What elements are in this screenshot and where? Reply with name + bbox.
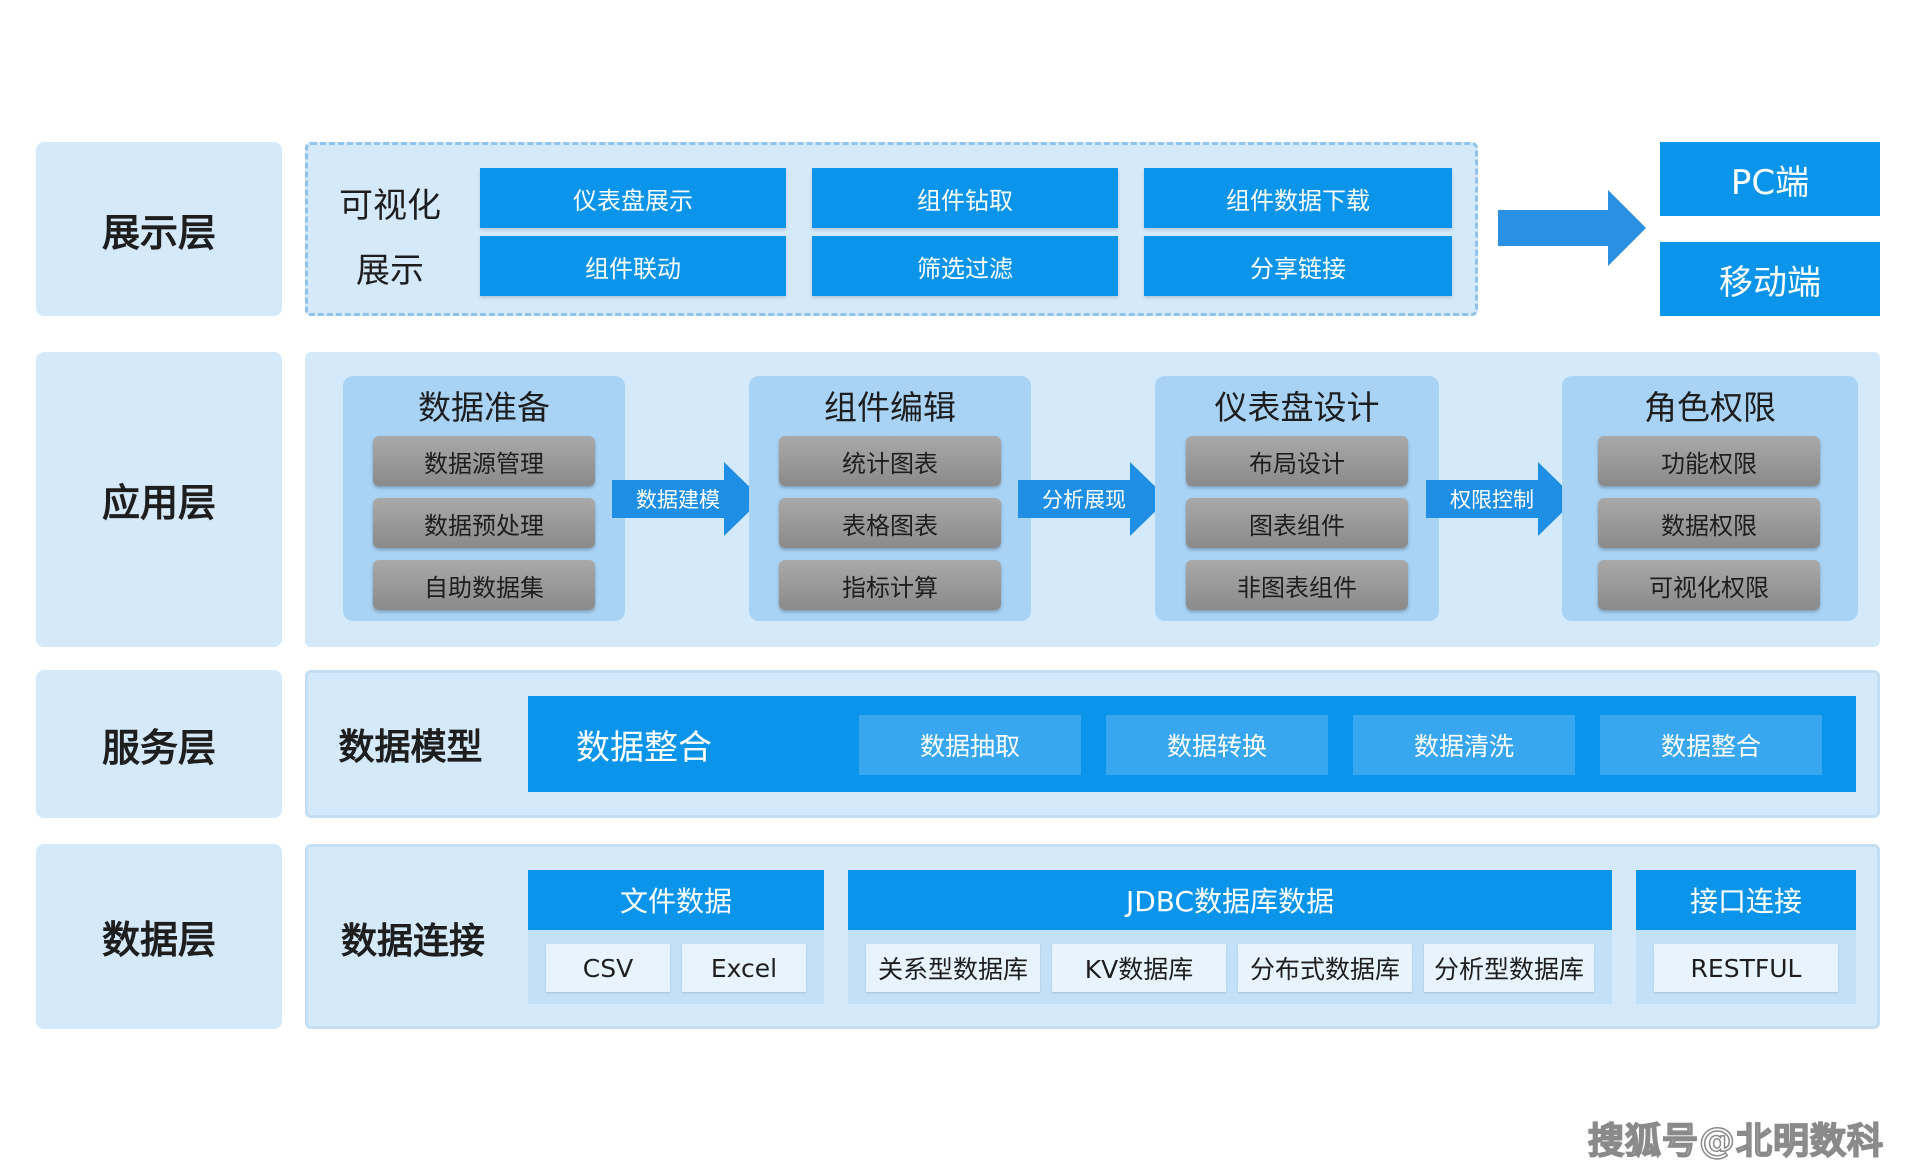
data-consolidation-item[interactable]: 数据整合 bbox=[1600, 715, 1822, 775]
data-extraction-item[interactable]: 数据抽取 bbox=[859, 715, 1081, 775]
layer-label-presentation: 展示层 bbox=[36, 142, 282, 316]
flow-arrow-icon bbox=[1018, 462, 1168, 536]
layer-label-service: 服务层 bbox=[36, 670, 282, 818]
pc-device-button[interactable]: PC端 bbox=[1660, 142, 1880, 216]
group-title: 仪表盘设计 bbox=[1214, 388, 1380, 427]
group-title: 组件编辑 bbox=[824, 388, 956, 427]
layer-label-text: 展示层 bbox=[101, 210, 216, 255]
data-transformation-item[interactable]: 数据转换 bbox=[1106, 715, 1328, 775]
analytical-db-item[interactable]: 分析型数据库 bbox=[1424, 944, 1594, 992]
kv-db-item[interactable]: KV数据库 bbox=[1052, 944, 1226, 992]
jdbc-data-header: JDBC数据库数据 bbox=[848, 870, 1612, 930]
visualization-permission-item[interactable]: 可视化权限 bbox=[1598, 560, 1820, 610]
data-source-management-item[interactable]: 数据源管理 bbox=[373, 436, 595, 486]
function-permission-item[interactable]: 功能权限 bbox=[1598, 436, 1820, 486]
watermark: 搜狐号@北明数科 bbox=[1587, 1120, 1884, 1163]
layer-label-data: 数据层 bbox=[36, 844, 282, 1029]
presentation-label-line1: 可视化 bbox=[339, 186, 441, 226]
component-drilldown-button[interactable]: 组件钻取 bbox=[812, 168, 1118, 228]
self-service-dataset-item[interactable]: 自助数据集 bbox=[373, 560, 595, 610]
group-title: 角色权限 bbox=[1644, 388, 1776, 427]
data-permission-item[interactable]: 数据权限 bbox=[1598, 498, 1820, 548]
data-preprocessing-item[interactable]: 数据预处理 bbox=[373, 498, 595, 548]
flow-arrow-icon bbox=[612, 462, 762, 536]
non-chart-component-item[interactable]: 非图表组件 bbox=[1186, 560, 1408, 610]
component-data-download-button[interactable]: 组件数据下载 bbox=[1144, 168, 1452, 228]
data-connection-label: 数据连接 bbox=[340, 921, 485, 962]
flow-label-permission-control: 权限控制 bbox=[1450, 488, 1534, 512]
file-data-header: 文件数据 bbox=[528, 870, 824, 930]
data-model-label: 数据模型 bbox=[338, 727, 483, 768]
excel-item[interactable]: Excel bbox=[682, 944, 806, 992]
statistical-chart-item[interactable]: 统计图表 bbox=[779, 436, 1001, 486]
flow-arrow-icon bbox=[1426, 462, 1576, 536]
flow-label-analysis-display: 分析展现 bbox=[1042, 488, 1126, 512]
table-chart-item[interactable]: 表格图表 bbox=[779, 498, 1001, 548]
restful-item[interactable]: RESTFUL bbox=[1654, 944, 1838, 992]
component-linkage-button[interactable]: 组件联动 bbox=[480, 236, 786, 296]
share-link-button[interactable]: 分享链接 bbox=[1144, 236, 1452, 296]
data-integration-title: 数据整合 bbox=[576, 728, 712, 768]
chart-component-item[interactable]: 图表组件 bbox=[1186, 498, 1408, 548]
csv-item[interactable]: CSV bbox=[546, 944, 670, 992]
presentation-label-line2: 展示 bbox=[356, 251, 424, 291]
layer-label-text: 数据层 bbox=[101, 918, 216, 962]
relational-db-item[interactable]: 关系型数据库 bbox=[866, 944, 1040, 992]
mobile-device-button[interactable]: 移动端 bbox=[1660, 242, 1880, 316]
data-cleaning-item[interactable]: 数据清洗 bbox=[1353, 715, 1575, 775]
right-arrow-icon bbox=[1498, 190, 1646, 266]
layer-label-text: 服务层 bbox=[101, 725, 216, 770]
layer-label-application: 应用层 bbox=[36, 352, 282, 647]
group-title: 数据准备 bbox=[418, 388, 550, 427]
filter-button[interactable]: 筛选过滤 bbox=[812, 236, 1118, 296]
layer-label-text: 应用层 bbox=[101, 481, 216, 525]
layout-design-item[interactable]: 布局设计 bbox=[1186, 436, 1408, 486]
flow-label-data-modeling: 数据建模 bbox=[636, 488, 720, 512]
distributed-db-item[interactable]: 分布式数据库 bbox=[1238, 944, 1412, 992]
dashboard-display-button[interactable]: 仪表盘展示 bbox=[480, 168, 786, 228]
api-connection-header: 接口连接 bbox=[1636, 870, 1856, 930]
metric-calculation-item[interactable]: 指标计算 bbox=[779, 560, 1001, 610]
